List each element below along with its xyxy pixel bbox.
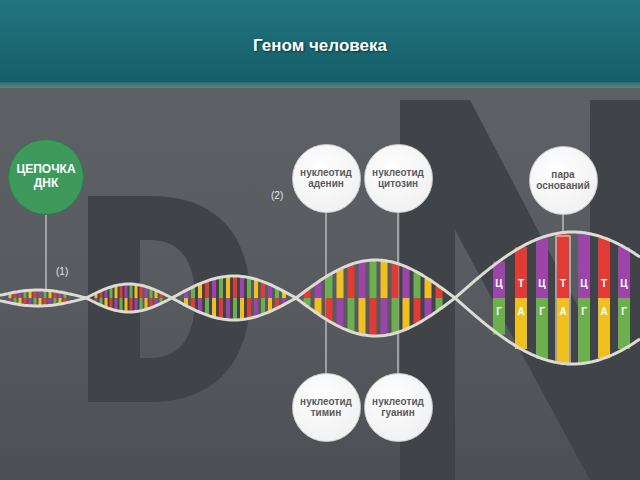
base-pair-circle: пара оснований	[529, 146, 598, 215]
base-bar	[414, 272, 421, 298]
base-bar	[247, 298, 251, 318]
base-bar	[359, 261, 366, 298]
base-bar	[115, 286, 118, 298]
base-bar	[403, 267, 410, 298]
base-bar	[233, 298, 237, 320]
base-bar	[219, 277, 223, 298]
base-bar	[247, 278, 251, 298]
base-bar	[348, 264, 355, 298]
base-bar	[212, 279, 216, 298]
base-bar	[233, 276, 237, 298]
base-letter: Ц	[493, 278, 505, 290]
dna-strand	[0, 260, 640, 364]
base-bar	[115, 298, 118, 310]
base-bar	[326, 275, 333, 298]
base-bar	[515, 298, 527, 349]
header-stripe	[0, 82, 640, 88]
base-bar	[337, 269, 344, 298]
big-letter-n	[400, 100, 640, 480]
base-bar	[598, 238, 610, 298]
base-bar	[381, 261, 388, 298]
nucleotide-circle: нуклеотид гуанин	[364, 373, 433, 442]
nucleotide-circle: нуклеотид цитозин	[364, 144, 433, 213]
base-bar	[414, 298, 421, 324]
base-letter: Ц	[578, 278, 590, 290]
callout-number: (2)	[271, 190, 283, 201]
base-letter: Г	[578, 306, 590, 318]
circle-label: пара оснований	[533, 169, 594, 192]
base-bar	[140, 285, 143, 298]
base-bar	[493, 261, 505, 298]
dna-helix	[0, 232, 640, 364]
base-bar	[130, 284, 133, 298]
base-bar	[557, 233, 569, 298]
base-bar	[348, 298, 355, 332]
base-bar	[205, 281, 209, 298]
base-bar	[578, 298, 590, 363]
base-letter: Г	[536, 306, 548, 318]
base-bar	[219, 298, 223, 319]
base-bar	[618, 298, 630, 349]
base-letter: Т	[515, 278, 527, 290]
base-bar	[326, 298, 333, 321]
base-bar	[120, 285, 123, 298]
base-bar	[254, 298, 258, 317]
base-bar	[557, 298, 569, 363]
nucleotide-circle: нуклеотид тимин	[292, 373, 361, 442]
base-bar	[536, 237, 548, 298]
base-bar	[392, 298, 399, 333]
base-letter: Ц	[618, 278, 630, 290]
base-bar	[212, 298, 216, 317]
base-bar	[392, 263, 399, 298]
base-letter: Г	[618, 306, 630, 318]
dna-strand	[0, 232, 640, 336]
base-bar	[578, 233, 590, 298]
base-bar	[370, 298, 377, 336]
dna-chain-circle: ЦЕПОЧКА ДНК	[8, 139, 84, 215]
base-letter: А	[557, 306, 569, 318]
base-bar	[598, 298, 610, 358]
base-bar	[403, 298, 410, 329]
circle-label: нуклеотид тимин	[296, 396, 357, 419]
base-bar	[261, 282, 265, 298]
base-bar	[240, 298, 244, 320]
base-bar	[515, 247, 527, 298]
base-bar	[140, 298, 143, 311]
pair-bracket	[556, 236, 570, 363]
base-letter: Г	[493, 306, 505, 318]
base-bar	[254, 279, 258, 298]
slide-title: Геном человека	[0, 36, 640, 56]
base-bar	[359, 298, 366, 335]
base-letter: Т	[598, 278, 610, 290]
base-bar	[125, 284, 128, 298]
base-bar	[240, 276, 244, 298]
base-bar	[205, 298, 209, 315]
slide-ground	[0, 88, 640, 480]
base-bar	[381, 298, 388, 335]
base-letter: Т	[557, 278, 569, 290]
circle-label: нуклеотид гуанин	[368, 396, 429, 419]
base-bar	[493, 298, 505, 335]
circle-label: ЦЕПОЧКА ДНК	[12, 163, 80, 191]
nucleotide-circle: нуклеотид аденин	[292, 144, 361, 213]
base-bar	[337, 298, 344, 327]
callout-number: (1)	[56, 266, 68, 277]
base-bar	[135, 284, 138, 298]
circle-label: нуклеотид аденин	[296, 167, 357, 190]
base-bar	[226, 276, 230, 298]
circle-label: нуклеотид цитозин	[368, 167, 429, 190]
base-letter: А	[598, 306, 610, 318]
base-bar	[120, 298, 123, 311]
base-bar	[370, 260, 377, 298]
base-bar	[618, 247, 630, 298]
base-bar	[130, 298, 133, 312]
base-letter: Ц	[536, 278, 548, 290]
base-letter: А	[515, 306, 527, 318]
base-bar	[536, 298, 548, 359]
base-bar	[135, 298, 138, 312]
base-bar	[125, 298, 128, 312]
base-bar	[226, 298, 230, 320]
base-bar	[261, 298, 265, 314]
